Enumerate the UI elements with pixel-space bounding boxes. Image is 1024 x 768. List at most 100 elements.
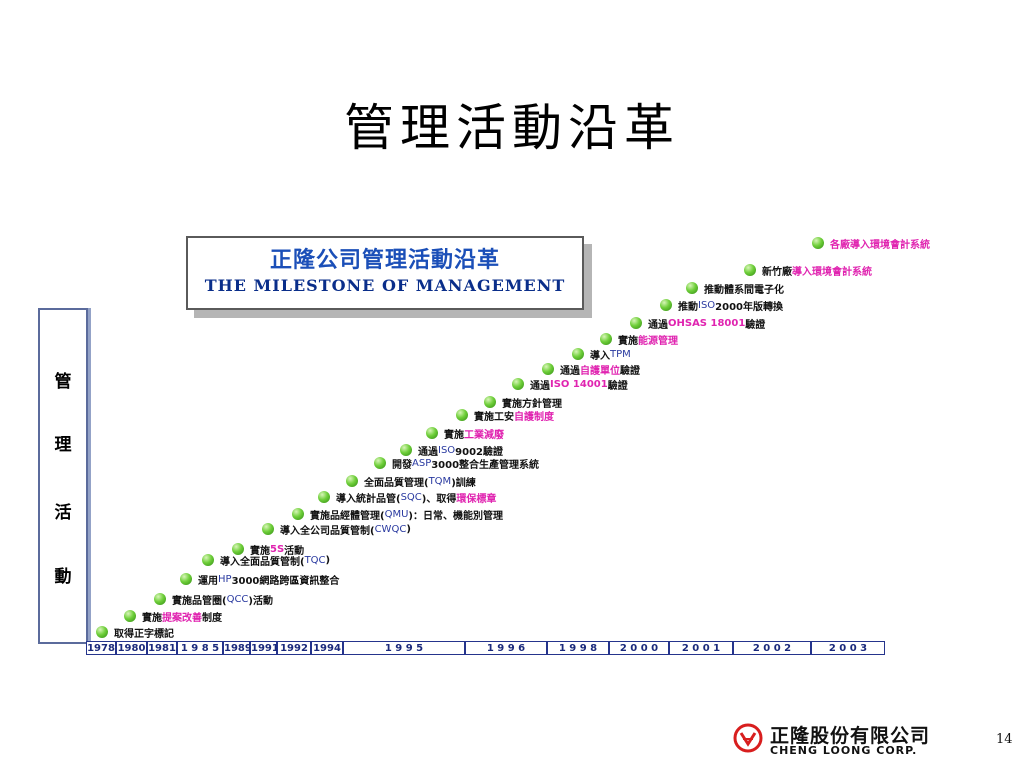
bullet-dot-icon — [600, 333, 612, 345]
milestone-text: ISO — [698, 299, 716, 311]
milestone-text: ISO — [438, 444, 456, 456]
vertical-label-char: 活 — [54, 503, 72, 523]
milestone-text: 驗證 — [607, 380, 628, 392]
banner-title-en: THE MILESTONE OF MANAGEMENT — [204, 276, 566, 295]
company-logo-icon — [733, 723, 763, 753]
milestone-text: CWQC — [374, 523, 407, 535]
vertical-label-char: 管 — [54, 372, 72, 392]
milestone-text: ) — [325, 554, 331, 566]
milestone-text: 驗證 — [745, 319, 766, 331]
year-cell: 1991 — [250, 641, 279, 655]
vertical-label-char: 動 — [54, 567, 72, 587]
milestone-item: 各廠導入環境會計系統 — [812, 236, 930, 251]
milestone-text: 制度 — [202, 612, 222, 624]
bullet-dot-icon — [292, 508, 304, 520]
bullet-dot-icon — [202, 554, 214, 566]
year-cell: 1 9 9 8 — [547, 641, 609, 655]
milestone-text: 5S — [270, 543, 285, 555]
company-name-en: CHENG LOONG CORP. — [770, 744, 918, 757]
milestone-item: 導入全面品質管制(TQC) — [202, 553, 331, 568]
milestone-text: 導入環境會計系統 — [792, 266, 872, 278]
milestone-text: ASP — [412, 457, 432, 469]
milestone-text: 自護單位 — [580, 365, 620, 377]
milestone-text: 取得正字標記 — [114, 628, 174, 640]
milestone-text: 3000整合生產管理系統 — [431, 459, 540, 471]
vertical-label-char: 理 — [54, 435, 72, 455]
bullet-dot-icon — [400, 444, 412, 456]
milestone-item: 實施能源管理 — [600, 332, 678, 347]
milestone-text: 實施方針管理 — [502, 398, 562, 410]
bullet-dot-icon — [426, 427, 438, 439]
milestone-text: TPM — [610, 348, 631, 360]
milestone-item: 實施提案改善制度 — [124, 609, 222, 624]
milestone-text: 環保標章 — [456, 493, 497, 505]
year-cell: 1994 — [311, 641, 343, 655]
bullet-dot-icon — [96, 626, 108, 638]
milestone-text: 推動 — [678, 301, 698, 313]
milestone-text: 活動 — [284, 545, 305, 557]
bullet-dot-icon — [154, 593, 166, 605]
milestone-text: QMU — [384, 508, 409, 520]
milestone-text: )活動 — [248, 595, 273, 607]
year-cell: 1980 — [116, 641, 147, 655]
milestone-text: ) — [406, 523, 411, 535]
milestone-text: )、取得 — [421, 493, 457, 505]
banner-title-cn: 正隆公司管理活動沿革 — [269, 247, 500, 273]
milestone-text: TQM — [428, 475, 452, 487]
milestone-text: 實施 — [444, 429, 464, 441]
bullet-dot-icon — [660, 299, 672, 311]
milestone-text: 工業減廢 — [464, 429, 504, 441]
milestone-item: 導入全公司品質管制(CWQC) — [262, 522, 411, 537]
page-number: 14 — [996, 732, 1013, 747]
bullet-dot-icon — [572, 348, 584, 360]
milestone-text: )訓練 — [451, 477, 476, 489]
milestone-text: 驗證 — [620, 365, 640, 377]
milestone-text: 通過 — [560, 365, 580, 377]
milestone-text: 2000年版轉換 — [715, 301, 784, 313]
bullet-dot-icon — [542, 363, 554, 375]
milestone-text: OHSAS 18001 — [668, 317, 746, 329]
milestone-text: 通過 — [418, 446, 438, 458]
milestone-item: 實施工業減廢 — [426, 426, 504, 441]
milestone-text: 導入 — [590, 350, 610, 362]
milestone-text: 導入全公司品質管制( — [280, 525, 375, 537]
bullet-dot-icon — [374, 457, 386, 469]
milestone-text: QCC — [226, 593, 249, 605]
milestone-text: 導入統計品管( — [336, 493, 401, 505]
bullet-dot-icon — [180, 573, 192, 585]
milestone-text: TQC — [304, 554, 326, 566]
year-cell: 1978 — [86, 641, 116, 655]
milestone-text: )：日常、機能別管理 — [408, 510, 503, 522]
milestone-text: 通過 — [530, 380, 550, 392]
milestone-text: 推動體系間電子化 — [704, 284, 784, 296]
year-cell: 2 0 0 0 — [609, 641, 669, 655]
bullet-dot-icon — [812, 237, 824, 249]
bullet-dot-icon — [456, 409, 468, 421]
bullet-dot-icon — [686, 282, 698, 294]
bullet-dot-icon — [346, 475, 358, 487]
milestone-item: 全面品質管理(TQM)訓練 — [346, 474, 476, 489]
milestone-item: 導入統計品管(SQC)、取得環保標章 — [318, 490, 497, 505]
milestone-item: 實施工安自護制度 — [456, 408, 554, 423]
milestone-text: 3000網路跨區資訊整合 — [231, 575, 340, 587]
milestone-item: 實施方針管理 — [484, 395, 562, 410]
year-cell: 1 9 9 6 — [465, 641, 547, 655]
milestone-text: 自護制度 — [514, 411, 554, 423]
milestone-text: 能源管理 — [638, 335, 678, 347]
bullet-dot-icon — [630, 317, 642, 329]
year-cell: 1992 — [277, 641, 311, 655]
bullet-dot-icon — [484, 396, 496, 408]
company-name-cn: 正隆股份有限公司 — [770, 725, 931, 747]
vertical-label-bar: 管 理 活 動 — [38, 308, 88, 644]
year-cell: 1 9 8 5 — [177, 641, 223, 655]
year-cell: 1981 — [147, 641, 177, 655]
